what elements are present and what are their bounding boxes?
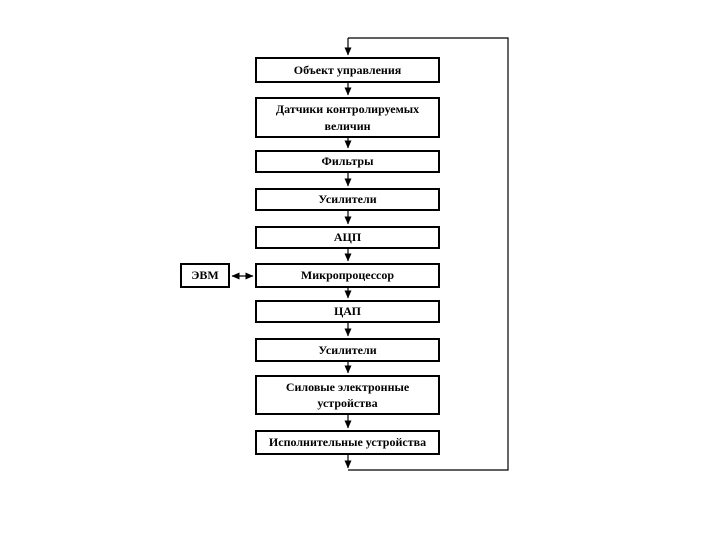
box-dac: ЦАП	[255, 300, 440, 323]
box-amplifiers-2: Усилители	[255, 338, 440, 362]
box-filters: Фильтры	[255, 150, 440, 173]
box-computer: ЭВМ	[180, 263, 230, 288]
box-sensors: Датчики контролируемых величин	[255, 97, 440, 138]
box-control-object: Объект управления	[255, 57, 440, 83]
box-actuators: Исполнительные устройства	[255, 430, 440, 455]
box-microprocessor: Микропроцессор	[255, 263, 440, 288]
box-amplifiers-1: Усилители	[255, 188, 440, 211]
box-adc: АЦП	[255, 226, 440, 249]
box-power-electronics: Силовые электронные устройства	[255, 375, 440, 415]
